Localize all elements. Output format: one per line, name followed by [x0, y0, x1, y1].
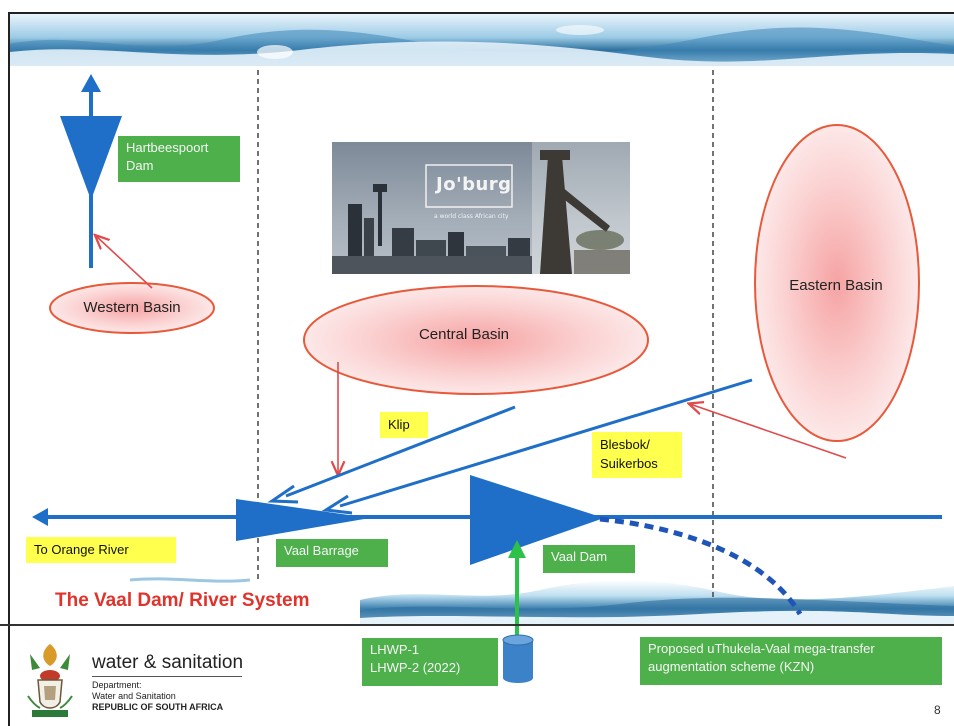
western-basin-label: Western Basin	[83, 299, 181, 316]
vaal-barrage-symbol	[236, 499, 370, 541]
vaal-barrage-label: Vaal Barrage	[276, 539, 388, 567]
water-banner-bottom	[129, 577, 954, 624]
proposed-scheme-label: Proposed uThukela-Vaal mega-transfer aug…	[640, 637, 942, 685]
slide-title: The Vaal Dam/ River System	[55, 590, 310, 611]
klip-label: Klip	[380, 412, 428, 438]
eastern-basin-ellipse	[754, 124, 920, 442]
joburg-photo	[332, 142, 630, 274]
page-number: 8	[934, 703, 941, 717]
brand-rule	[92, 676, 242, 677]
western-basin-arrow	[96, 236, 153, 289]
department-block: Department: Water and Sanitation REPUBLI…	[92, 680, 223, 713]
lhwp-reservoir-icon	[502, 634, 534, 683]
lhwp-label: LHWP-1 LHWP-2 (2022)	[362, 638, 498, 686]
proposed-transfer-line	[599, 516, 803, 616]
country-name: REPUBLIC OF SOUTH AFRICA	[92, 702, 224, 712]
slide-frame	[8, 12, 954, 726]
hartbeespoort-dam-symbol	[60, 74, 122, 268]
joburg-logo-text: Jo'burg	[436, 174, 512, 195]
klip-river-line	[267, 405, 516, 504]
brand-name: water & sanitation	[92, 652, 244, 673]
eastern-basin-arrow	[690, 404, 847, 459]
blesbok-suikerbos-label: Blesbok/ Suikerbos	[592, 432, 682, 478]
central-basin-label: Central Basin	[418, 326, 510, 343]
eastern-basin-label: Eastern Basin	[789, 277, 883, 294]
vaal-dam-symbol	[470, 475, 604, 565]
vaal-dam-label: Vaal Dam	[543, 545, 635, 573]
western-basin-ellipse	[49, 282, 215, 334]
hartbeespoort-dam-label: Hartbeespoort Dam	[118, 136, 240, 182]
to-orange-river-label: To Orange River	[26, 537, 176, 563]
blesbok-river-line	[321, 378, 753, 515]
water-banner-top	[10, 14, 954, 66]
central-basin-ellipse	[303, 285, 649, 395]
joburg-tagline: a world class African city	[434, 213, 509, 220]
department-line1: Department:	[92, 680, 142, 690]
department-line2: Water and Sanitation	[92, 691, 176, 701]
footer-divider	[0, 624, 954, 626]
coat-of-arms-logo	[27, 644, 73, 717]
